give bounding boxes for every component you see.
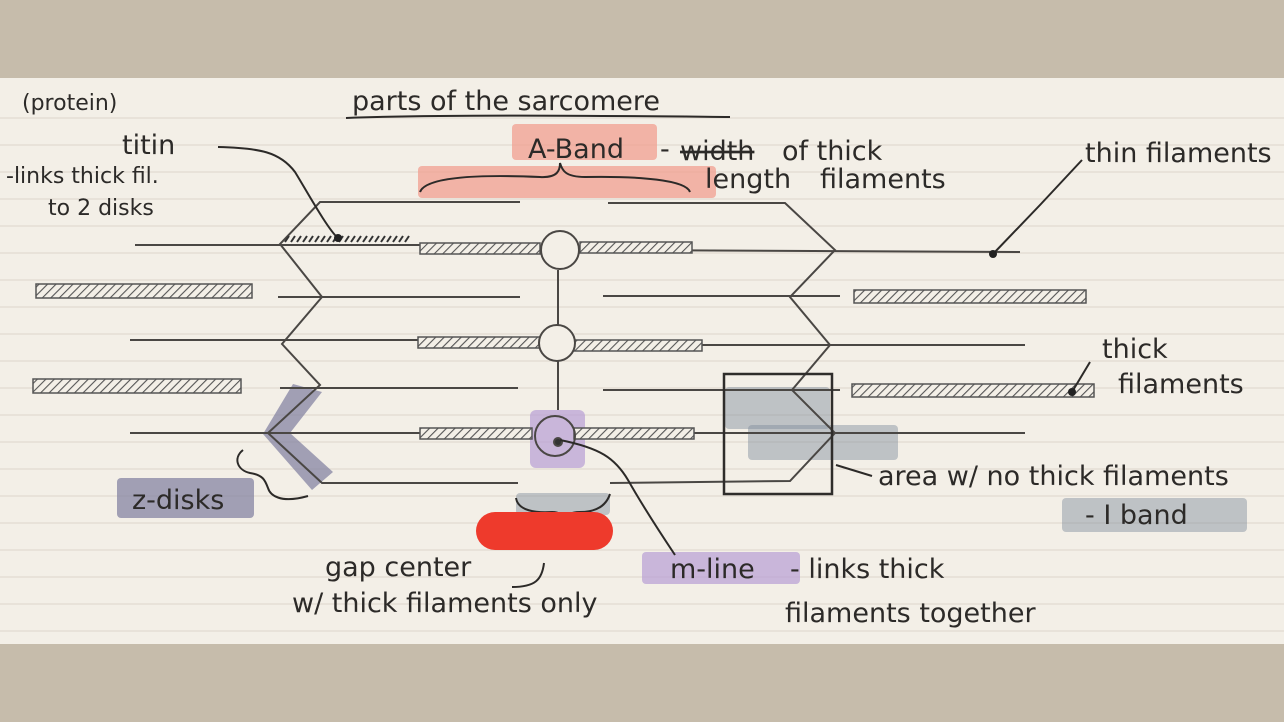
a-band-highlight <box>512 124 657 160</box>
thin-filaments-label: thin filaments <box>1085 138 1272 169</box>
titin-label: titin <box>122 130 175 161</box>
thick-filaments-label-1: thick <box>1102 334 1168 365</box>
i-band-highlight-1 <box>725 387 830 429</box>
m-line-desc-2: filaments together <box>785 598 1036 629</box>
a-band-brace <box>419 162 691 193</box>
z-disks-label: z-disks <box>132 485 224 516</box>
i-band-box <box>722 372 834 496</box>
pointer-lines <box>217 146 1091 588</box>
protein-label: (protein) <box>22 91 117 116</box>
a-band-label: A-Band <box>528 134 624 165</box>
a-band-desc-1: of thick <box>782 136 883 167</box>
a-band-desc-2: length <box>705 164 791 195</box>
a-band-desc-3: filaments <box>820 164 946 195</box>
m-line <box>534 230 580 457</box>
a-band-dash: - <box>660 134 670 165</box>
z-disks-highlight <box>117 478 254 518</box>
gap-center-label-1: gap center <box>325 552 472 583</box>
thick-filaments-label-2: filaments <box>1118 369 1244 400</box>
a-band-strikethrough-word: width <box>680 136 754 167</box>
diagram-title: parts of the sarcomere <box>352 86 660 117</box>
gap-highlight <box>516 493 610 515</box>
titin-strands <box>284 235 410 243</box>
thin-filaments <box>130 244 1025 434</box>
i-band-highlight-2 <box>748 425 898 460</box>
thick-filaments <box>32 241 1095 440</box>
z-disk-highlight <box>263 384 333 490</box>
gap-center-label-2: w/ thick filaments only <box>292 588 597 619</box>
area-no-thick-label: area w/ no thick filaments <box>878 461 1229 492</box>
a-band-bracket-highlight <box>418 166 716 198</box>
titin-desc-line2: to 2 disks <box>48 196 154 221</box>
m-line-label: m-line <box>670 554 755 585</box>
i-band-label-highlight <box>1062 498 1247 532</box>
titin-desc-line1: -links thick fil. <box>6 164 159 189</box>
redaction-mark <box>476 512 613 550</box>
i-band-label: - I band <box>1085 500 1188 531</box>
thick-filament-dot <box>1068 388 1076 396</box>
m-line-desc-1: - links thick <box>790 554 945 585</box>
titin-dot <box>334 234 342 242</box>
thin-filament-dot <box>989 250 997 258</box>
title-underline <box>345 114 731 119</box>
m-line-label-highlight <box>642 552 800 584</box>
z-disk-brace <box>236 449 309 501</box>
